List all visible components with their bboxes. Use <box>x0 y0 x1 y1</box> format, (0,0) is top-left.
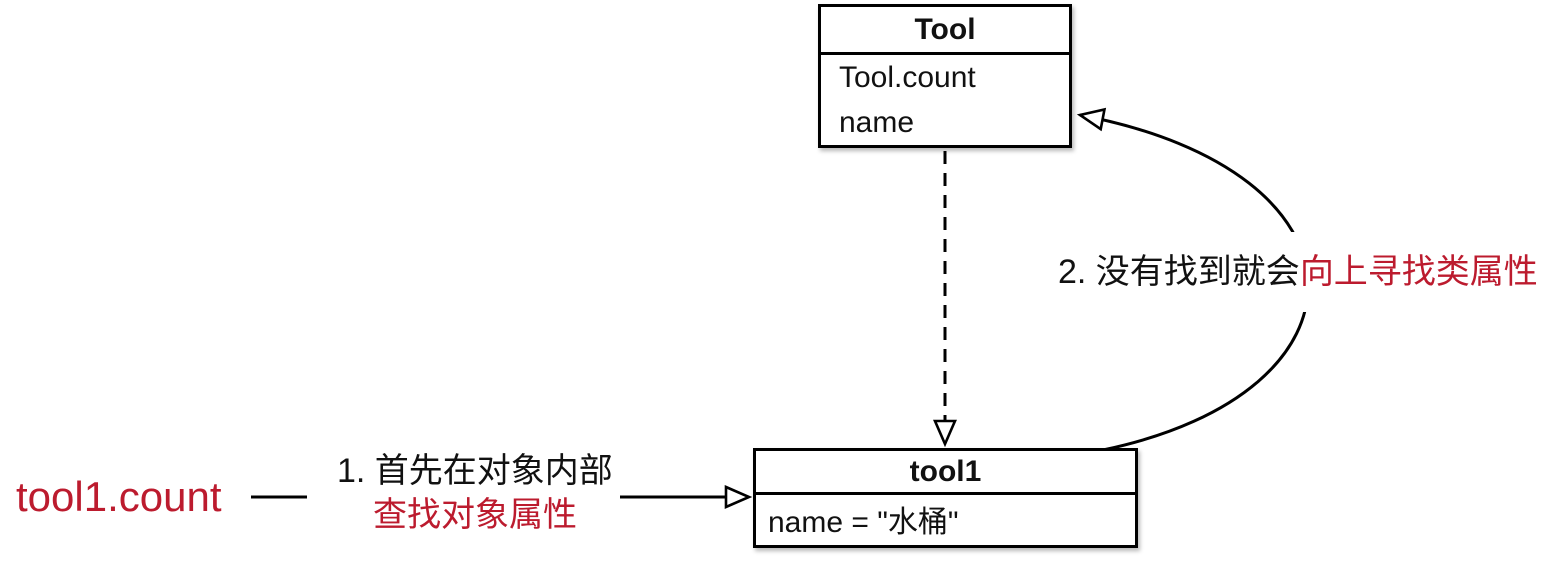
instance-attribute-row: name = "水桶" <box>768 505 959 539</box>
step2-annotation-black-part: 2. 没有找到就会 <box>1058 253 1300 291</box>
instance-box-body: name = "水桶" <box>756 495 1135 542</box>
step1-annotation-line2: 查找对象属性 <box>373 496 577 534</box>
class-attribute-row: name <box>839 105 915 139</box>
class-box-title: Tool <box>821 7 1069 55</box>
step2-annotation: 2. 没有找到就会向上寻找类属性 <box>1044 232 1552 312</box>
class-attribute-row: Tool.count <box>839 60 976 94</box>
step2-annotation-red-part: 向上寻找类属性 <box>1299 253 1538 291</box>
attribute-expression: tool1.count <box>16 473 222 520</box>
step1-annotation-line1: 1. 首先在对象内部 <box>337 452 613 490</box>
class-box: Tool Tool.count name <box>818 4 1072 148</box>
instance-box-title: tool1 <box>756 451 1135 495</box>
instance-box: tool1 name = "水桶" <box>753 448 1138 548</box>
class-box-body: Tool.count name <box>821 55 1069 145</box>
